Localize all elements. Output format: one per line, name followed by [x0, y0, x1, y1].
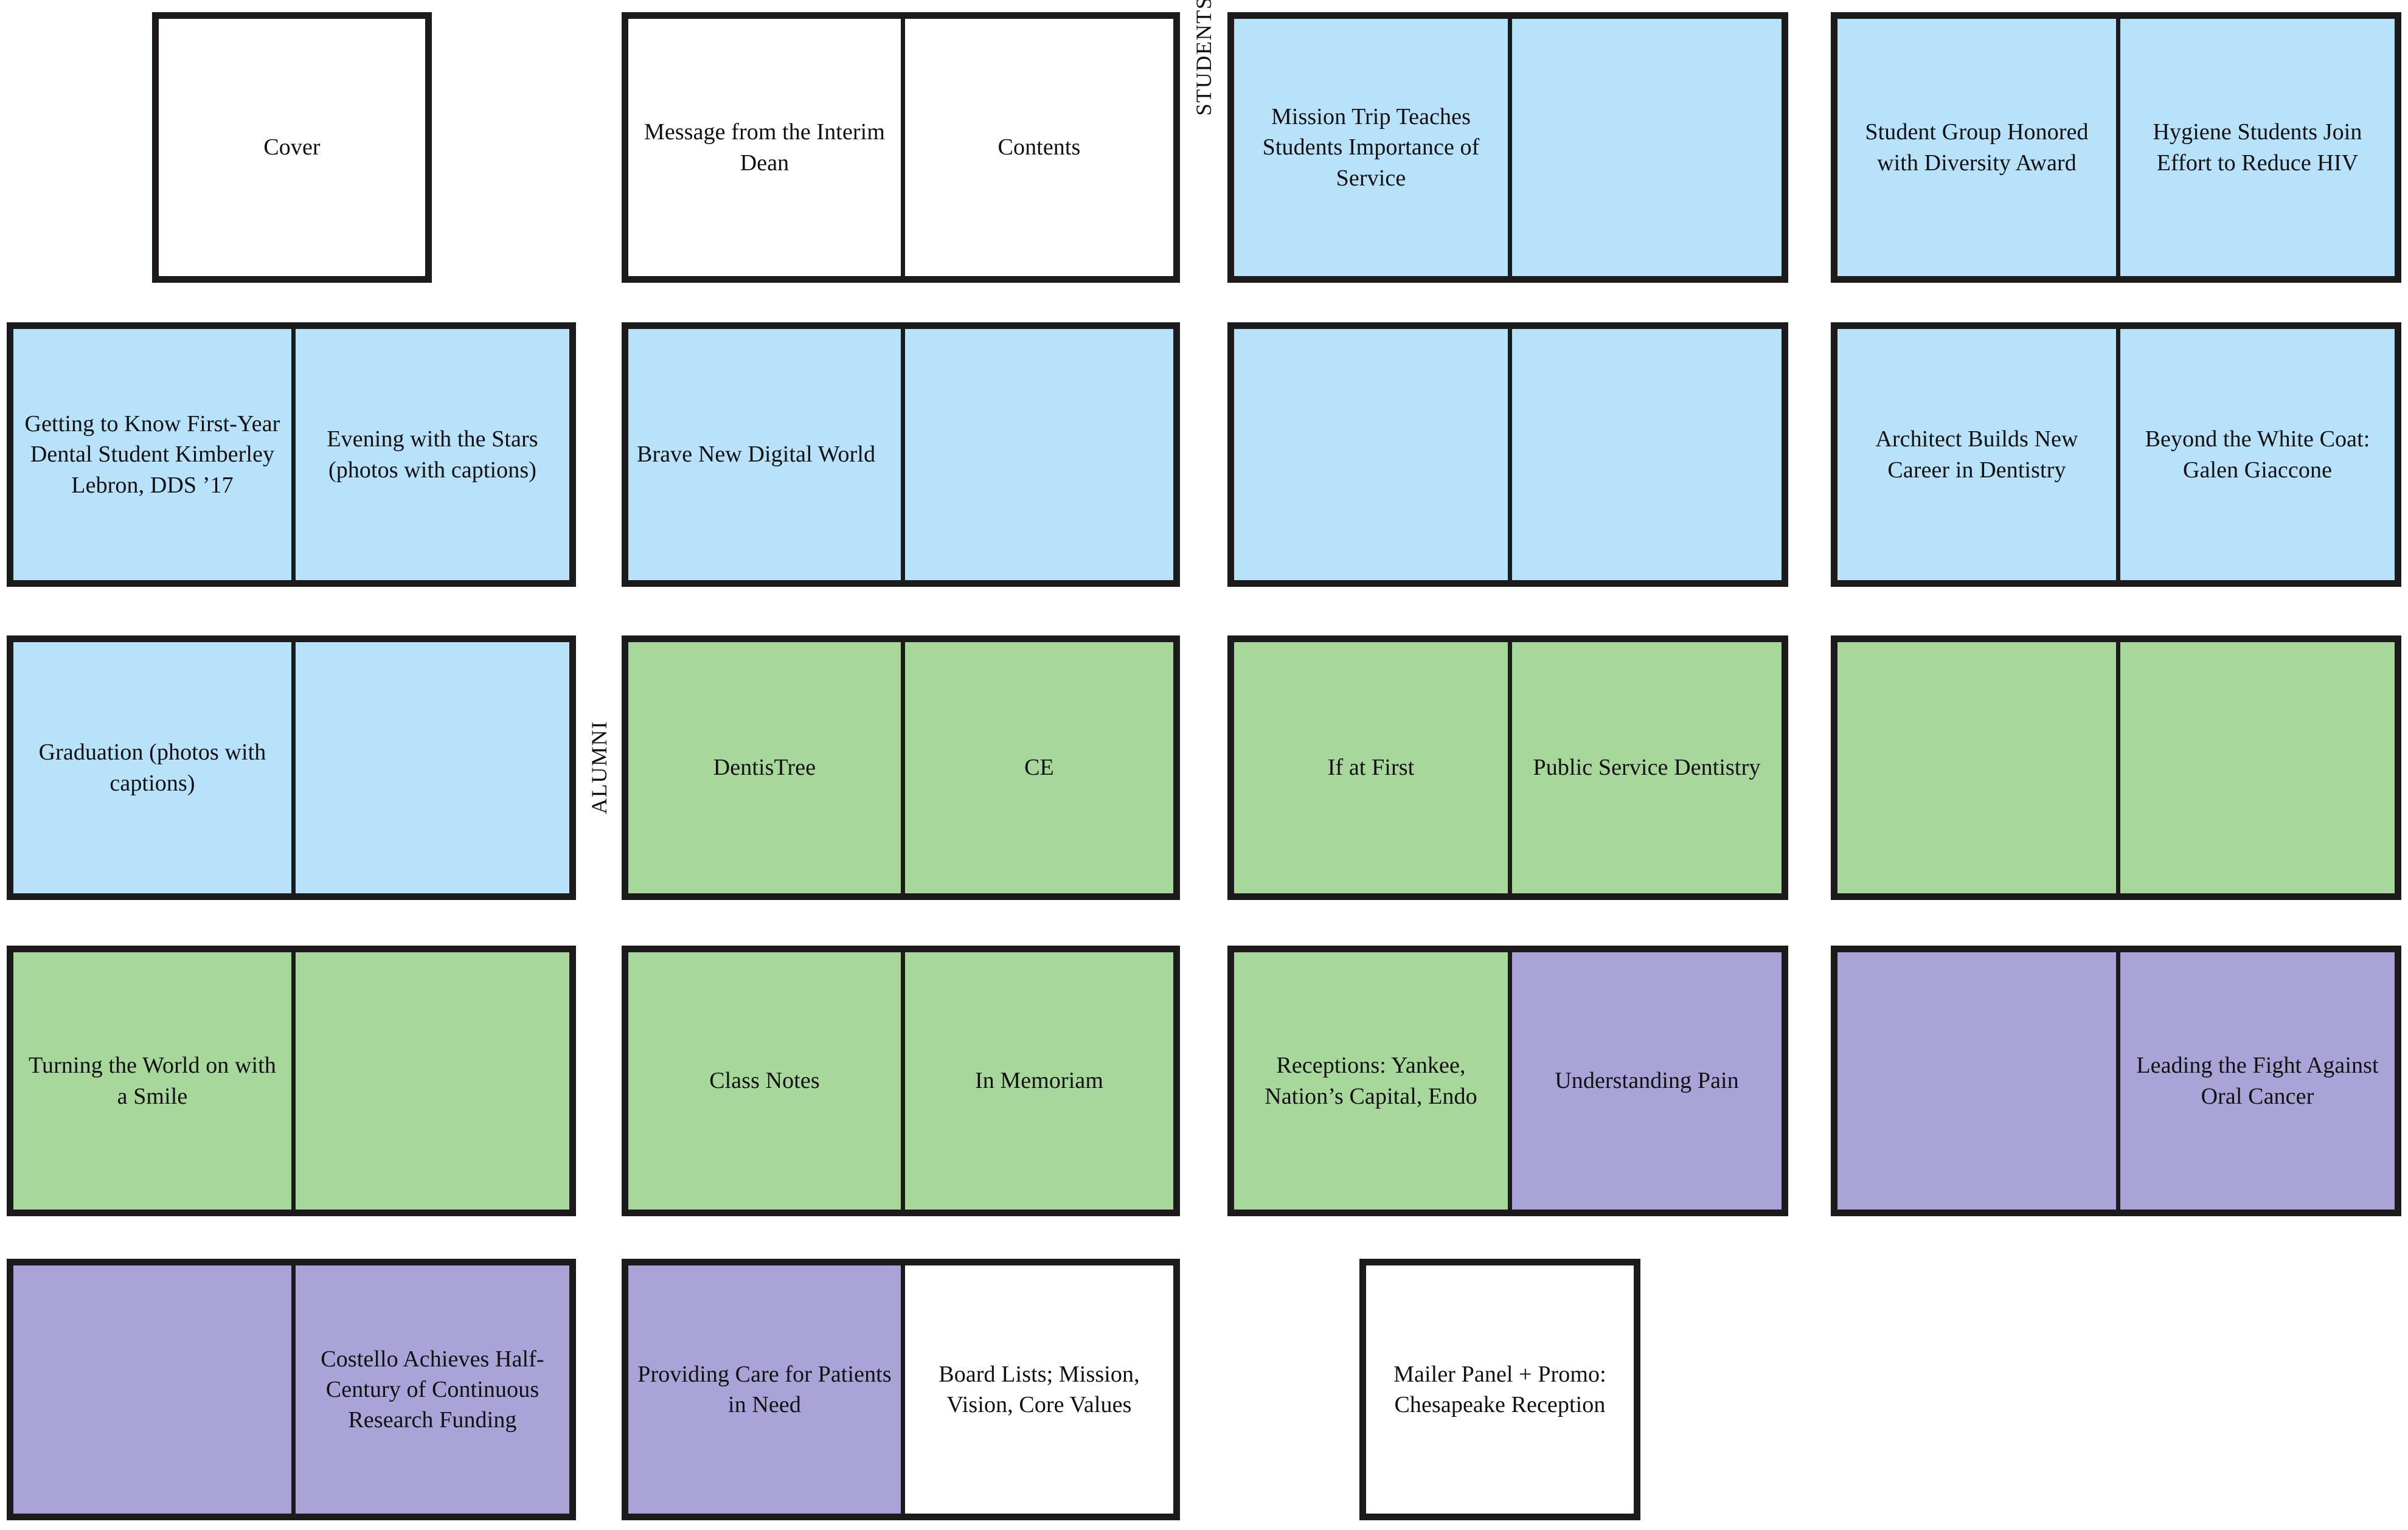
page-providing-care-for-patients-in-need[interactable]: Providing Care for Patients in Need [628, 1265, 901, 1514]
page-label-beyond-the-white-coat: Beyond the White Coat: Galen Giaccone [2145, 426, 2370, 483]
page-receptions[interactable]: Receptions: Yankee, Nation’s Capital, En… [1234, 952, 1508, 1210]
page-label-message-from-interim-dean: Message from the Interim Dean [644, 119, 885, 176]
spread-r2c2-brave-new-digital-world[interactable]: Brave New Digital World [622, 322, 1180, 587]
page-label-costello-half-century-research-funding: Costello Achieves Half-Century of Contin… [321, 1346, 544, 1433]
page-leading-the-fight-against-oral-cancer[interactable]: Leading the Fight Against Oral Cancer [2116, 952, 2395, 1210]
page-mission-trip[interactable]: Mission Trip Teaches Students Importance… [1234, 19, 1508, 276]
page-label-turning-the-world-on-with-a-smile: Turning the World on with a Smile [29, 1053, 276, 1109]
page-mailer-panel-promo-chesapeake-reception[interactable]: Mailer Panel + Promo: Chesapeake Recepti… [1366, 1265, 1634, 1514]
section-tag-alumni: ALUMNI [587, 721, 611, 814]
page-label-architect-builds-new-career: Architect Builds New Career in Dentistry [1875, 426, 2078, 483]
page-blank-r3c1b[interactable] [291, 642, 569, 893]
page-label-board-lists-mission-vision-core-values: Board Lists; Mission, Vision, Core Value… [939, 1361, 1140, 1418]
page-label-evening-with-the-stars: Evening with the Stars (photos with capt… [327, 426, 538, 483]
spread-r1c3-mission-trip[interactable]: Mission Trip Teaches Students Importance… [1227, 12, 1788, 283]
spread-r1c2-front-matter[interactable]: Message from the Interim Dean Contents [622, 12, 1180, 283]
page-architect-builds-new-career[interactable]: Architect Builds New Career in Dentistry [1837, 329, 2116, 580]
spread-r3c1-graduation[interactable]: Graduation (photos with captions) [7, 635, 576, 900]
page-blank-r3c4a[interactable] [1837, 642, 2116, 893]
page-label-getting-to-know-kimberley-lebron: Getting to Know First-Year Dental Studen… [24, 411, 280, 498]
page-label-ce: CE [1024, 755, 1054, 781]
page-dentistree[interactable]: DentisTree [628, 642, 901, 893]
page-evening-with-the-stars[interactable]: Evening with the Stars (photos with capt… [291, 329, 569, 580]
page-message-from-interim-dean[interactable]: Message from the Interim Dean [628, 19, 901, 276]
page-blank-r2c3b[interactable] [1508, 329, 1782, 580]
page-if-at-first[interactable]: If at First [1234, 642, 1508, 893]
page-blank-r4c4a[interactable] [1837, 952, 2116, 1210]
spread-r3c3-if-at-first[interactable]: If at First Public Service Dentistry [1227, 635, 1788, 900]
page-costello-half-century-research-funding[interactable]: Costello Achieves Half-Century of Contin… [291, 1265, 569, 1514]
page-label-contents: Contents [998, 134, 1081, 161]
spread-r5c1-costello[interactable]: Costello Achieves Half-Century of Contin… [7, 1259, 576, 1520]
page-student-group-diversity-award[interactable]: Student Group Honored with Diversity Awa… [1837, 19, 2116, 276]
page-cover[interactable]: Cover [159, 19, 425, 276]
page-label-class-notes: Class Notes [709, 1068, 820, 1094]
spread-r2c3-blank[interactable] [1227, 322, 1788, 587]
spread-r4c4-leading-the-fight[interactable]: Leading the Fight Against Oral Cancer [1831, 946, 2401, 1216]
page-getting-to-know-kimberley-lebron[interactable]: Getting to Know First-Year Dental Studen… [13, 329, 291, 580]
page-turning-the-world-on-with-a-smile[interactable]: Turning the World on with a Smile [13, 952, 291, 1210]
page-label-hygiene-students-hiv: Hygiene Students Join Effort to Reduce H… [2153, 119, 2362, 176]
spread-r2c4-architect-builds[interactable]: Architect Builds New Career in Dentistry… [1831, 322, 2401, 587]
page-ce[interactable]: CE [901, 642, 1173, 893]
page-board-lists-mission-vision-core-values[interactable]: Board Lists; Mission, Vision, Core Value… [901, 1265, 1173, 1514]
page-blank-r1c3b[interactable] [1508, 19, 1782, 276]
page-blank-r2c3a[interactable] [1234, 329, 1508, 580]
spread-r4c2-class-notes[interactable]: Class Notes In Memoriam [622, 946, 1180, 1216]
page-blank-r3c4b[interactable] [2116, 642, 2395, 893]
spread-r3c2-dentistree-ce[interactable]: DentisTree CE [622, 635, 1180, 900]
spread-r4c1-turning-the-world[interactable]: Turning the World on with a Smile [7, 946, 576, 1216]
page-public-service-dentistry[interactable]: Public Service Dentistry [1508, 642, 1782, 893]
page-label-cover: Cover [263, 134, 321, 161]
spread-r1c1-cover[interactable]: Cover [152, 12, 432, 283]
page-label-mailer-panel-promo-chesapeake-reception: Mailer Panel + Promo: Chesapeake Recepti… [1393, 1361, 1606, 1418]
page-hygiene-students-hiv[interactable]: Hygiene Students Join Effort to Reduce H… [2116, 19, 2395, 276]
page-label-providing-care-for-patients-in-need: Providing Care for Patients in Need [637, 1361, 892, 1418]
page-contents[interactable]: Contents [901, 19, 1173, 276]
spread-r5c2-providing-care[interactable]: Providing Care for Patients in Need Board… [622, 1259, 1180, 1520]
page-brave-new-digital-world[interactable]: Brave New Digital World [628, 329, 901, 580]
page-label-public-service-dentistry: Public Service Dentistry [1533, 755, 1761, 781]
spread-r5c3-mailer-panel[interactable]: Mailer Panel + Promo: Chesapeake Recepti… [1359, 1259, 1640, 1520]
page-label-understanding-pain: Understanding Pain [1555, 1068, 1739, 1094]
spread-r1c4-student-group[interactable]: Student Group Honored with Diversity Awa… [1831, 12, 2401, 283]
page-label-receptions: Receptions: Yankee, Nation’s Capital, En… [1265, 1053, 1477, 1109]
page-label-if-at-first: If at First [1327, 755, 1415, 781]
page-label-student-group-diversity-award: Student Group Honored with Diversity Awa… [1865, 119, 2089, 176]
page-label-leading-the-fight-against-oral-cancer: Leading the Fight Against Oral Cancer [2136, 1053, 2379, 1109]
spread-r4c3-receptions[interactable]: Receptions: Yankee, Nation’s Capital, En… [1227, 946, 1788, 1216]
page-beyond-the-white-coat[interactable]: Beyond the White Coat: Galen Giaccone [2116, 329, 2395, 580]
page-blank-r5c1a[interactable] [13, 1265, 291, 1514]
page-blank-r2c2b[interactable] [901, 329, 1173, 580]
spread-r3c4-blank[interactable] [1831, 635, 2401, 900]
page-label-dentistree: DentisTree [713, 755, 816, 781]
section-tag-students: STUDENTS [1192, 0, 1216, 116]
page-class-notes[interactable]: Class Notes [628, 952, 901, 1210]
spread-r2c1-getting-to-know[interactable]: Getting to Know First-Year Dental Studen… [7, 322, 576, 587]
page-label-mission-trip: Mission Trip Teaches Students Importance… [1262, 104, 1480, 191]
page-label-in-memoriam: In Memoriam [974, 1068, 1104, 1094]
page-in-memoriam[interactable]: In Memoriam [901, 952, 1173, 1210]
page-graduation[interactable]: Graduation (photos with captions) [13, 642, 291, 893]
page-label-graduation: Graduation (photos with captions) [38, 739, 266, 796]
page-understanding-pain[interactable]: Understanding Pain [1508, 952, 1782, 1210]
page-blank-r4c1b[interactable] [291, 952, 569, 1210]
page-label-brave-new-digital-world: Brave New Digital World [637, 441, 876, 468]
